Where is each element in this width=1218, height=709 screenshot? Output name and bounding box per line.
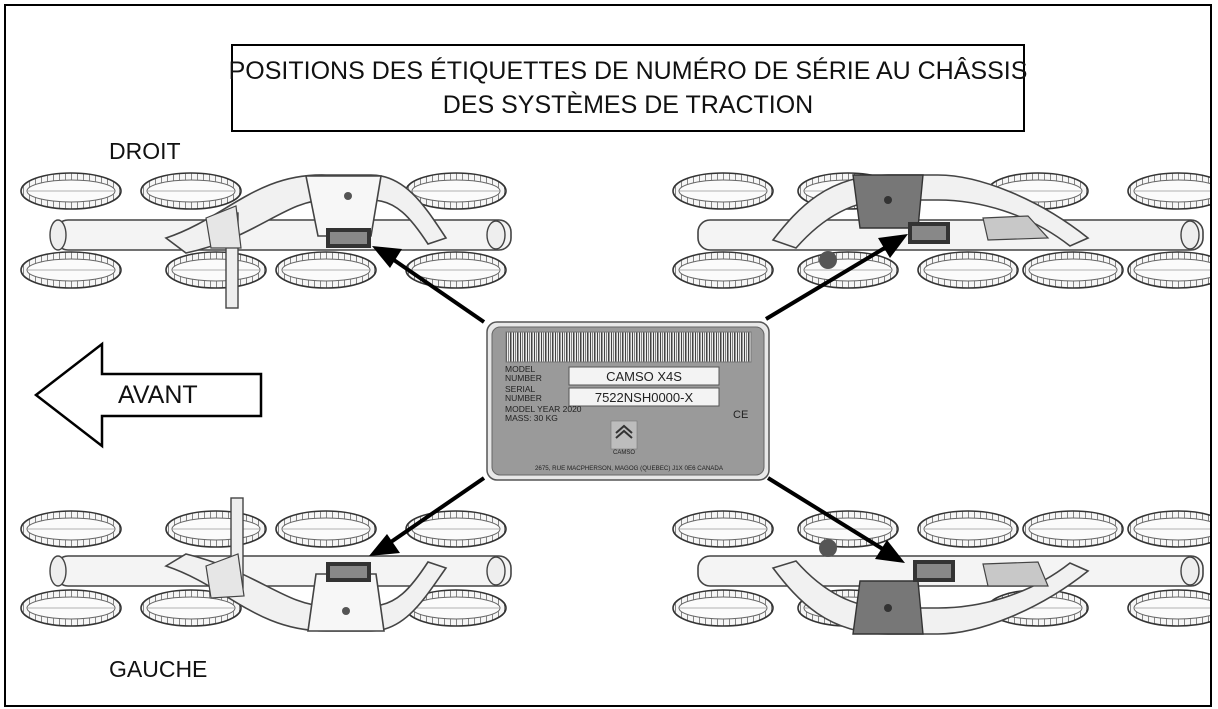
diagram-title-box: POSITIONS DES ÉTIQUETTES DE NUMÉRO DE SÉ… [228,44,1028,132]
plate-mass: MASS: 30 KG [505,413,558,423]
label-left-side: GAUCHE [109,656,208,682]
arrow-top-left [389,256,486,324]
plate-serial-value: 7522NSH0000-X [595,390,694,405]
label-forward: AVANT [118,381,198,409]
title-line-2: DES SYSTÈMES DE TRACTION [442,91,814,119]
arrow-bottom-left [386,476,486,546]
plate-model-label-1: MODEL [505,364,536,374]
serial-number-plate: MODEL NUMBER CAMSO X4S SERIAL NUMBER 752… [486,321,770,481]
plate-serial-label-1: SERIAL [505,384,536,394]
diagram-frame: MODEL NUMBER CAMSO X4S SERIAL NUMBER 752… [4,4,1212,707]
plate-address: 2675, RUE MACPHERSON, MAGOG (QUEBEC) J1X… [535,465,724,472]
chassis-left-side-bottom-view-2 [672,510,1210,635]
chassis-right-side-top-view-2 [672,172,1210,289]
plate-serial-label-2: NUMBER [505,393,542,403]
plate-brand: CAMSO [613,450,635,456]
barcode [505,331,752,363]
diagram-artwork: MODEL NUMBER CAMSO X4S SERIAL NUMBER 752… [20,172,1210,635]
pointer-arrows [369,234,908,563]
camso-logo-icon [610,420,638,450]
forward-arrow-icon [33,341,263,449]
label-right-side: DROIT [109,138,181,164]
arrow-bottom-right [766,476,888,553]
serial-value-box [568,387,720,407]
plate-model-year: MODEL YEAR 2020 [505,404,582,414]
chassis-left-side-bottom [20,497,512,632]
arrow-top-right [764,244,890,321]
plate-model-value: CAMSO X4S [606,369,682,384]
title-line-1: POSITIONS DES ÉTIQUETTES DE NUMÉRO DE SÉ… [228,57,1028,85]
plate-ce-mark: CE [733,409,748,421]
chassis-right-side-top [20,172,512,309]
plate-model-label-2: NUMBER [505,373,542,383]
model-value-box [568,366,720,386]
